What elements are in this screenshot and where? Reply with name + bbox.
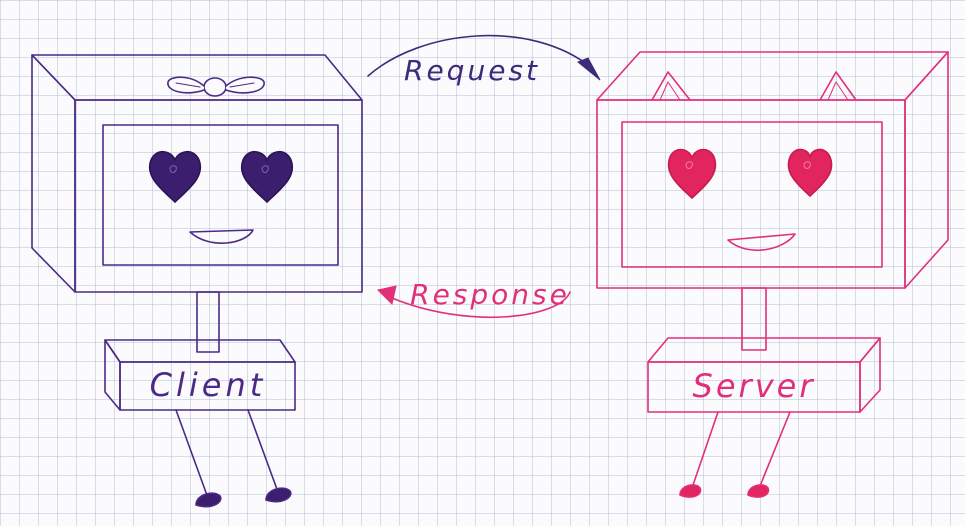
server-right-heart-icon bbox=[787, 148, 833, 197]
server-right-foot bbox=[747, 484, 770, 498]
server-left-foot bbox=[679, 484, 702, 498]
client-smile bbox=[189, 229, 254, 244]
client-left-heart-icon bbox=[148, 150, 202, 203]
client-right-foot bbox=[265, 487, 292, 503]
response-arrowhead-icon bbox=[377, 285, 397, 305]
server-left-leg bbox=[691, 411, 719, 489]
client-right-leg bbox=[247, 409, 279, 493]
server-monitor bbox=[596, 51, 949, 289]
server-right-ear bbox=[819, 71, 857, 101]
server-body bbox=[647, 337, 881, 413]
server-smile bbox=[727, 233, 796, 252]
client-body bbox=[104, 339, 296, 411]
client-neck bbox=[196, 291, 220, 353]
client-robot bbox=[31, 54, 363, 508]
response-arrow bbox=[377, 285, 571, 318]
server-label: Server bbox=[693, 367, 816, 405]
client-right-heart-icon bbox=[240, 150, 294, 203]
server-neck bbox=[741, 287, 767, 351]
server-left-ear bbox=[651, 71, 691, 101]
request-arrow bbox=[367, 34, 601, 81]
request-arrowhead-icon bbox=[577, 57, 601, 81]
request-label: Request bbox=[404, 54, 540, 87]
client-left-foot bbox=[195, 492, 222, 508]
server-right-leg bbox=[759, 411, 791, 487]
client-label: Client bbox=[150, 366, 267, 404]
server-robot bbox=[596, 51, 949, 498]
bow-icon bbox=[167, 76, 265, 97]
server-left-heart-icon bbox=[667, 148, 717, 199]
client-left-leg bbox=[175, 409, 209, 499]
response-label: Response bbox=[410, 278, 570, 311]
